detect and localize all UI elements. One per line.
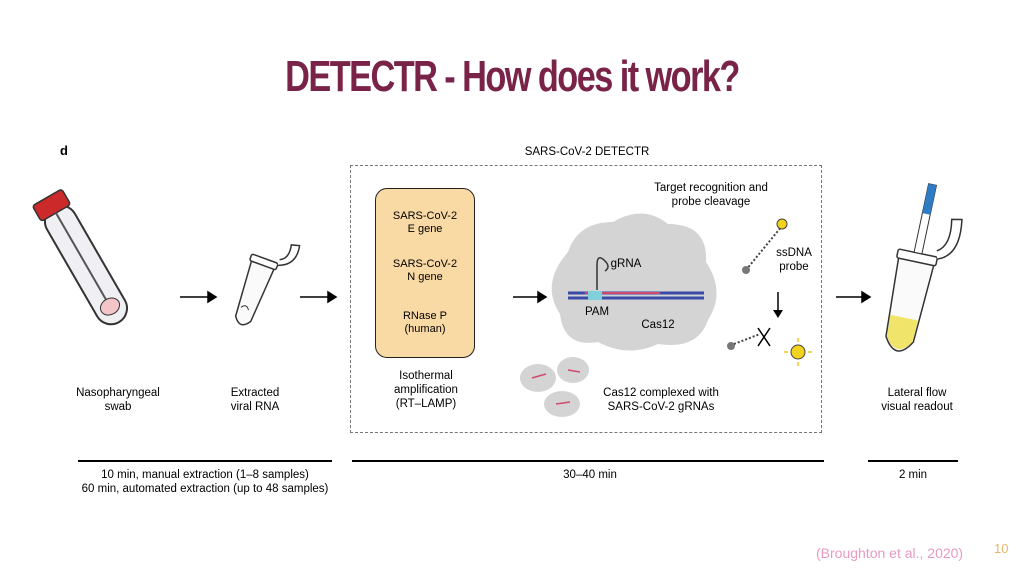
cleaved-probe-icon — [727, 327, 812, 366]
timeline-extraction-bar — [78, 460, 332, 462]
timeline-readout-label: 2 min — [898, 469, 928, 481]
e-gene-label: SARS-CoV-2 E gene — [392, 210, 458, 235]
timeline-detectr-label: 30–40 min — [563, 469, 617, 481]
rna-label: Extracted viral RNA — [230, 387, 280, 413]
figure-panel-letter: d — [60, 143, 68, 158]
timeline-readout-bar — [868, 460, 958, 462]
swab-tube-icon — [32, 189, 128, 326]
timeline-extraction-label: 10 min, manual extraction (1–8 samples) … — [81, 469, 329, 495]
slide-title: DETECTR - How does it work? — [285, 52, 740, 101]
rna-tube-icon — [234, 243, 301, 326]
pam-label: PAM — [584, 306, 610, 318]
swab-label: Nasopharyngeal swab — [76, 387, 160, 413]
amplification-label: Isothermal amplification (RT–LAMP) — [394, 370, 458, 410]
detectr-box-title: SARS-CoV-2 DETECTR — [524, 146, 650, 158]
down-arrow-icon — [773, 292, 783, 318]
grna-label: gRNA — [610, 258, 642, 270]
amplification-gene-box — [375, 188, 475, 358]
readout-label: Lateral flow visual readout — [881, 387, 953, 413]
page-number: 10 — [994, 541, 1009, 556]
cas12-protein-icon — [551, 213, 717, 351]
cas12-label: Cas12 — [641, 319, 675, 331]
timeline-detectr-bar — [352, 460, 824, 462]
complex-label: Cas12 complexed with SARS-CoV-2 gRNAs — [603, 387, 719, 413]
ssdna-probe-icon — [742, 218, 788, 274]
detectr-dashed-box — [350, 165, 822, 433]
cas12-complex-icon — [520, 357, 589, 417]
lateral-flow-tube-icon — [885, 183, 963, 352]
n-gene-label: SARS-CoV-2 N gene — [392, 258, 458, 283]
target-recognition-label: Target recognition and probe cleavage — [654, 182, 768, 208]
ssdna-probe-label: ssDNA probe — [776, 247, 812, 273]
flow-arrow-icon — [180, 290, 872, 304]
rnase-label: RNase P (human) — [402, 310, 448, 335]
citation: (Broughton et al., 2020) — [816, 545, 964, 561]
